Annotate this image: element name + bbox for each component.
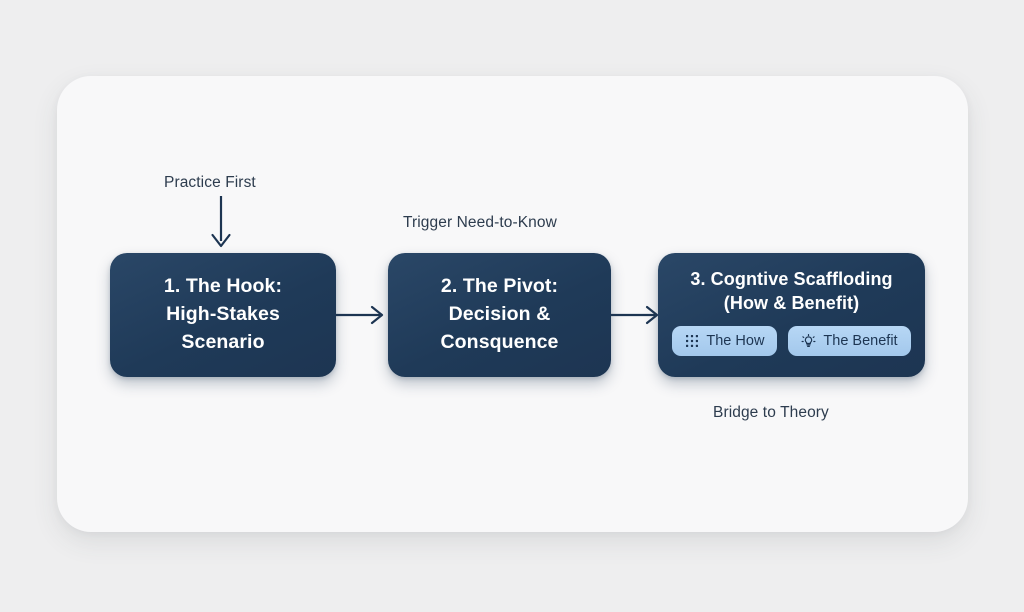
label-bridge-to-theory: Bridge to Theory: [713, 404, 829, 421]
label-trigger-need-to-know: Trigger Need-to-Know: [403, 214, 557, 231]
arrow-box-1-to-box-2: [336, 305, 384, 325]
stage-box-1-title: 1. The Hook: High-Stakes Scenario: [163, 275, 283, 353]
arrow-box-2-to-box-3: [611, 305, 659, 325]
stage-box-3-chip-row: The How: [672, 326, 911, 357]
chip-the-how[interactable]: The How: [672, 326, 778, 357]
stage-box-1[interactable]: 1. The Hook: High-Stakes Scenario: [110, 253, 336, 377]
arrow-down-into-box-1: [211, 196, 231, 248]
chip-the-benefit[interactable]: The Benefit: [788, 326, 911, 357]
stage-box-2[interactable]: 2. The Pivot: Decision & Consquence: [388, 253, 611, 377]
dot-grid-icon: [685, 334, 699, 348]
chip-the-benefit-label: The Benefit: [823, 333, 898, 350]
stage-box-3[interactable]: 3. Cogntive Scaffloding (How & Benefit): [658, 253, 925, 377]
label-practice-first: Practice First: [164, 174, 256, 191]
lightbulb-icon: [801, 333, 816, 349]
stage-box-2-title: 2. The Pivot: Decision & Consquence: [440, 275, 559, 353]
stage-box-3-title: 3. Cogntive Scaffloding (How & Benefit): [690, 269, 893, 314]
chip-the-how-label: The How: [706, 333, 765, 350]
